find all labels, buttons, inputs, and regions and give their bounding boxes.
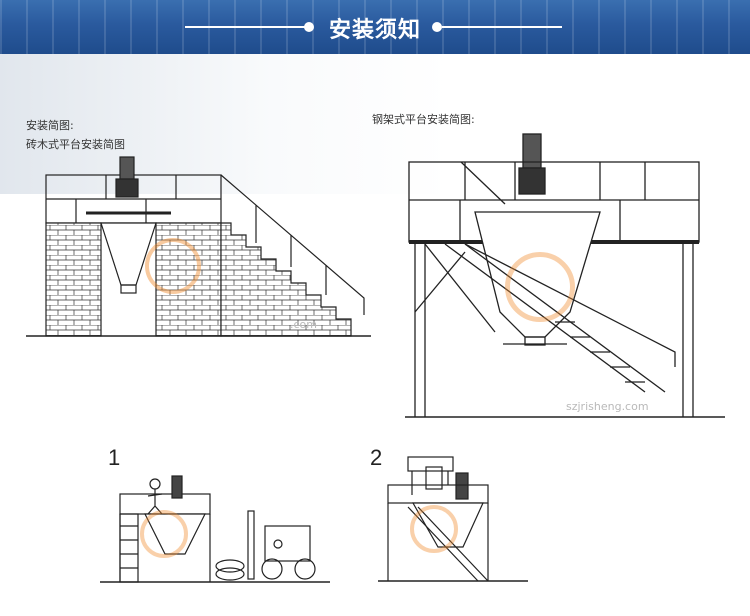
diagram-label-1: 1 [108, 445, 121, 470]
left-caption-line1: 安装简图: [26, 119, 74, 132]
right-watermark: szjrisheng.com [566, 400, 649, 413]
right-logo [505, 252, 575, 322]
brick-platform-diagram [26, 156, 371, 337]
header-banner: 安装须知 [0, 0, 750, 54]
banner-texture [0, 0, 750, 54]
left-caption: 安装简图: 砖木式平台安装简图 [26, 116, 125, 154]
left-logo [145, 238, 201, 294]
page-title: 安装须知 [328, 18, 421, 43]
diagram-label-2: 2 [370, 445, 383, 470]
banner-dot-left [304, 22, 314, 32]
banner-line-left [185, 26, 307, 28]
forklift-loading-diagram [100, 475, 330, 583]
bottom-logo-2 [410, 505, 458, 553]
left-caption-line2: 砖木式平台安装简图 [26, 138, 125, 151]
banner-dot-right [432, 22, 442, 32]
banner-line-right [442, 26, 562, 28]
right-caption: 钢架式平台安装简图: [372, 113, 475, 126]
left-watermark: .com [290, 318, 317, 331]
background-photo-fade [0, 54, 450, 194]
bottom-logo-1 [140, 510, 188, 558]
